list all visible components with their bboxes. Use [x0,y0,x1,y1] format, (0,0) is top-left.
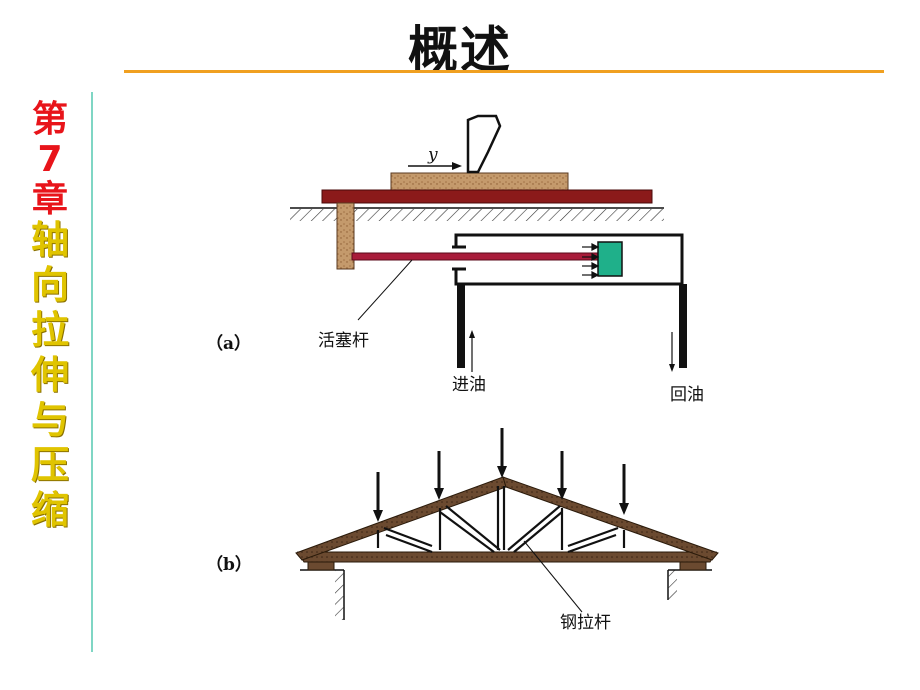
panel-a-label: （a） [206,333,251,354]
oil-in-label: 进油 [452,375,486,395]
oil-out-label: 回油 [670,385,704,405]
workpiece-block [390,172,569,192]
figure-a: y （a） 活塞杆 进油 回油 [206,114,704,405]
tie-rod-leader-line [523,540,583,613]
load-arrows [376,428,626,512]
slide-title: 概述 [408,21,512,79]
rod-label: 活塞杆 [318,331,369,351]
motion-label: y [427,145,438,165]
side-divider [91,92,93,652]
right-top-chord [502,476,719,561]
cylinder-wall [454,233,684,286]
machine-table [321,189,653,204]
piston-rod [351,252,599,261]
oil-outlet-pipe [679,284,687,368]
pressure-arrows [582,243,600,279]
truss-web [376,486,626,554]
cutting-tool [466,114,502,174]
piston-head [597,241,623,277]
chapter-label: 第7章 [31,99,68,220]
left-top-chord [295,476,507,561]
ground-hatch [290,209,664,221]
table-bracket [336,202,355,270]
title-underline [124,70,884,73]
bottom-chord [297,551,717,563]
oil-inlet-pipe [457,284,465,368]
tie-rod-label: 钢拉杆 [560,613,611,633]
chapter-title: 轴向拉伸与压缩 [30,218,69,532]
figure-b: （b） 钢拉杆 [206,428,719,633]
rod-leader-line [357,259,413,321]
panel-b-label: （b） [206,554,252,575]
